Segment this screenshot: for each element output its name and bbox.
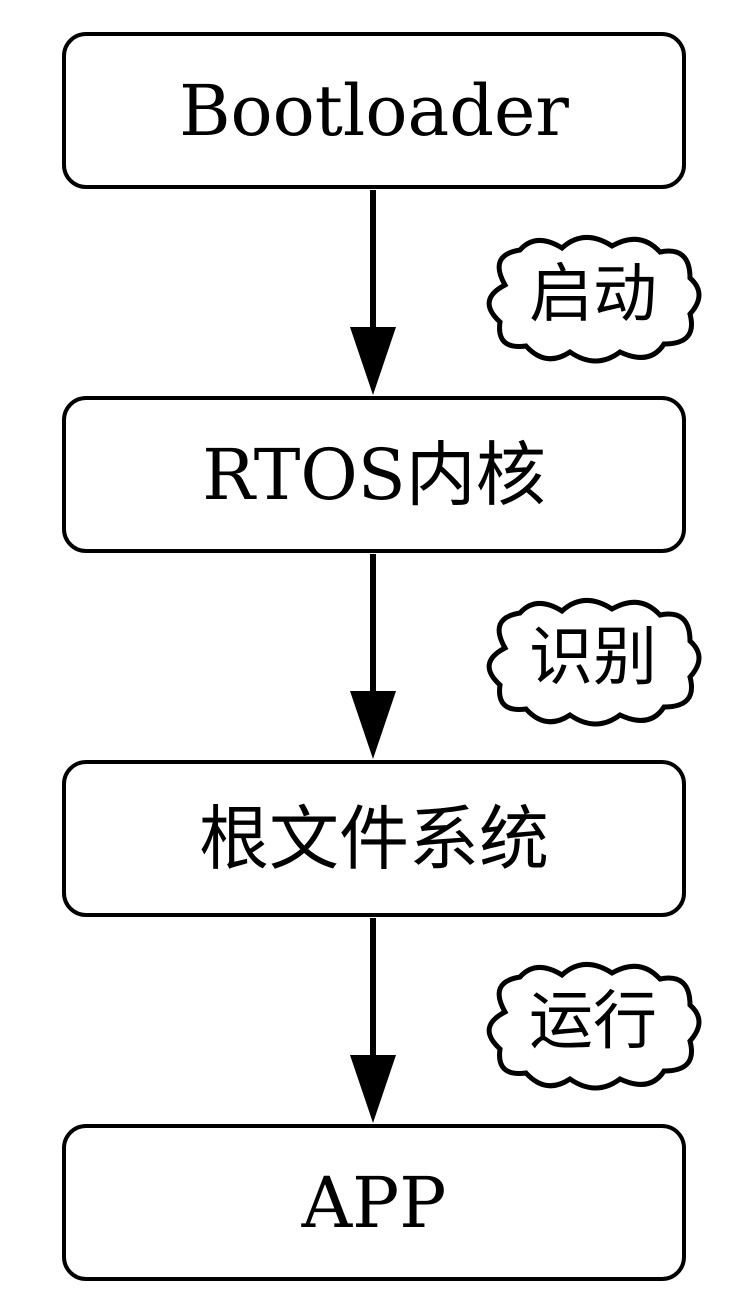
edge-label-text: 运行: [529, 985, 657, 1059]
arrowhead-3: [350, 1055, 396, 1123]
edge-label-text: 启动: [529, 258, 657, 332]
edge-label-text: 识别: [529, 621, 657, 695]
node-label: 根文件系统: [199, 797, 549, 880]
edge-label-start: 启动: [498, 250, 688, 340]
node-rtos-kernel: RTOS内核: [62, 396, 686, 553]
cloud-shape-identify: [486, 598, 702, 727]
cloud-shape-start: [486, 235, 702, 364]
node-bootloader: Bootloader: [62, 32, 686, 189]
node-root-filesystem: 根文件系统: [62, 760, 686, 917]
node-label: Bootloader: [179, 69, 569, 152]
edge-label-identify: 识别: [498, 613, 688, 703]
node-label: RTOS内核: [202, 433, 546, 516]
node-label: APP: [301, 1161, 447, 1244]
node-app: APP: [62, 1124, 686, 1281]
arrowhead-2: [350, 691, 396, 759]
arrowhead-1: [350, 327, 396, 395]
cloud-shape-run: [486, 962, 702, 1091]
edge-label-run: 运行: [498, 977, 688, 1067]
